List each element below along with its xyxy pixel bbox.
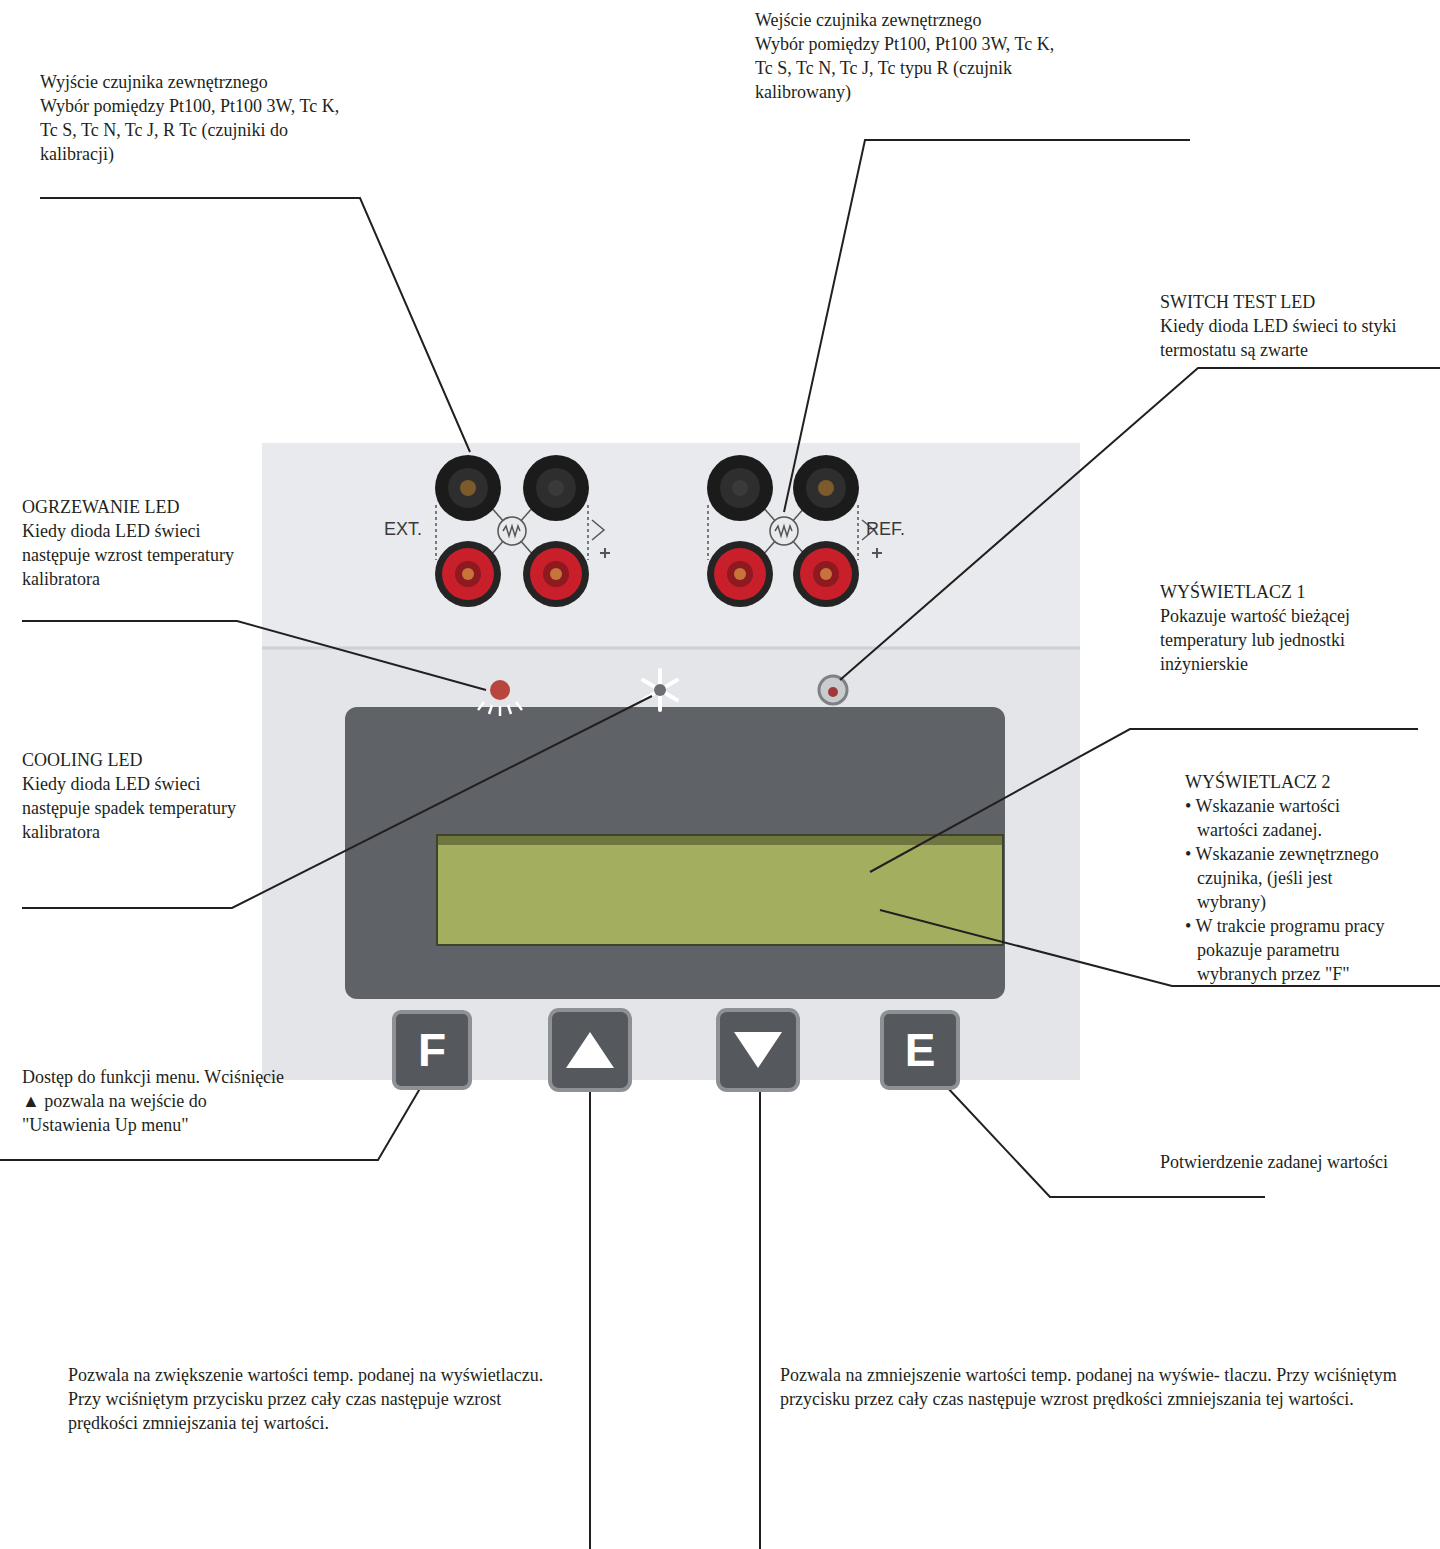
callout-text: SWITCH TEST LEDKiedy dioda LED świeci to…: [1160, 290, 1430, 362]
callout-label: Kiedy dioda LED świeci to styki termosta…: [1160, 314, 1430, 362]
callout-label: COOLING LED: [22, 748, 252, 772]
callout-label: Wejście czujnika zewnętrznego: [755, 8, 1055, 32]
callout-text: Potwierdzenie zadanej wartości: [1160, 1150, 1440, 1174]
callout-text: Dostęp do funkcji menu. Wciśnięcie ▲ poz…: [22, 1065, 290, 1137]
callout-label: Wybór pomiędzy Pt100, Pt100 3W, Tc K, Tc…: [40, 94, 340, 166]
key-button: F: [392, 1010, 472, 1090]
callout-label: • Wskazanie wartości wartości zadanej.: [1185, 794, 1400, 842]
callout-label: • W trakcie programu pracy pokazuje para…: [1185, 914, 1400, 986]
callout-text: WYŚWIETLACZ 2• Wskazanie wartości wartoś…: [1185, 770, 1400, 986]
callout-label: Wyjście czujnika zewnętrznego: [40, 70, 340, 94]
panel-label: EXT.: [384, 519, 422, 540]
callout-text: WYŚWIETLACZ 1Pokazuje wartość bieżącej t…: [1160, 580, 1420, 676]
callout-label: WYŚWIETLACZ 2: [1185, 770, 1400, 794]
callout-text: OGRZEWANIE LEDKiedy dioda LED świeci nas…: [22, 495, 252, 591]
callout-label: Pokazuje wartość bieżącej temperatury lu…: [1160, 604, 1420, 676]
callout-label: Kiedy dioda LED świeci następuje spadek …: [22, 772, 252, 844]
callout-text: COOLING LEDKiedy dioda LED świeci następ…: [22, 748, 252, 844]
callout-label: Pozwala na zwiększenie wartości temp. po…: [68, 1363, 558, 1435]
callout-label: Pozwala na zmniejszenie wartości temp. p…: [780, 1363, 1420, 1411]
callout-label: Wybór pomiędzy Pt100, Pt100 3W, Tc K, Tc…: [755, 32, 1055, 104]
callout-text: Pozwala na zmniejszenie wartości temp. p…: [780, 1363, 1420, 1411]
callout-label: SWITCH TEST LED: [1160, 290, 1430, 314]
callout-label: Dostęp do funkcji menu. Wciśnięcie ▲ poz…: [22, 1065, 290, 1137]
button-letter: E: [905, 1023, 936, 1077]
key-button: E: [880, 1010, 960, 1090]
callout-text: Pozwala na zwiększenie wartości temp. po…: [68, 1363, 558, 1435]
callout-label: OGRZEWANIE LED: [22, 495, 252, 519]
callout-label: WYŚWIETLACZ 1: [1160, 580, 1420, 604]
panel-label: REF.: [866, 519, 905, 540]
button-letter: F: [418, 1023, 446, 1077]
callout-label: Potwierdzenie zadanej wartości: [1160, 1150, 1440, 1174]
callout-label: • Wskazanie zewnętrznego czujnika, (jeśl…: [1185, 842, 1400, 914]
callout-text: Wyjście czujnika zewnętrznegoWybór pomię…: [40, 70, 340, 166]
callout-text: Wejście czujnika zewnętrznegoWybór pomię…: [755, 8, 1055, 104]
callout-label: Kiedy dioda LED świeci następuje wzrost …: [22, 519, 252, 591]
